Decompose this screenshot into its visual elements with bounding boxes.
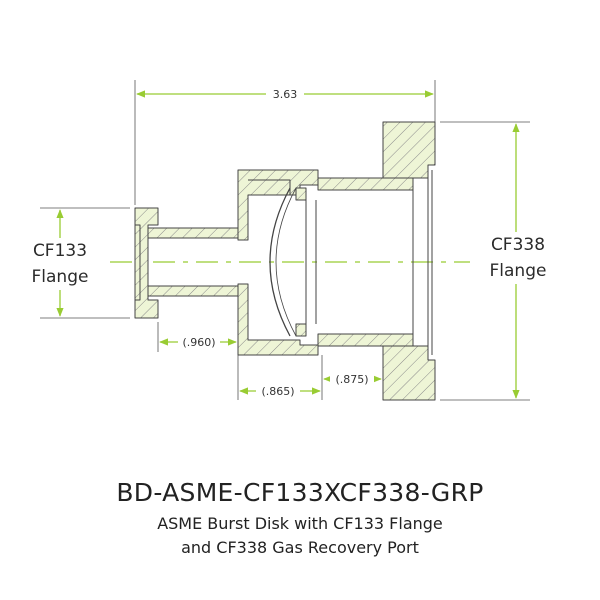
dimension-labels: 3.63 (.960) (.865) (.875) [178,86,374,399]
port-upper-wall [317,177,414,191]
dim-tube-text: (.960) [182,336,215,349]
cf133-label-line2: Flange [32,267,89,287]
dim-port-text: (.875) [335,373,368,386]
port-lower-wall [317,333,414,347]
description-line-2: and CF338 Gas Recovery Port [181,538,419,557]
body-lower [237,283,319,356]
part-number: BD-ASME-CF133XCF338-GRP [116,478,484,507]
dim-body-text: (.865) [261,385,294,398]
cf133-flange [134,207,159,319]
tube-upper-wall [147,227,239,239]
cf338-flange-lower [382,345,436,401]
flange-labels: CF133 Flange CF338 Flange [20,232,558,290]
body-inner-upper [248,179,291,195]
rupture-disk [269,187,291,337]
tube-lower-wall [147,285,239,297]
extension-lines [40,80,530,401]
part-cross-section [134,121,436,401]
dim-overall-text: 3.63 [273,88,298,101]
retaining-ring-upper [295,187,307,201]
cf338-label-line1: CF338 [491,235,545,255]
cf338-label-line2: Flange [490,261,547,281]
description-line-1: ASME Burst Disk with CF133 Flange [157,514,443,533]
cf133-label-line1: CF133 [33,241,87,261]
retaining-ring-lower [295,323,307,337]
cf338-flange-upper [382,121,436,179]
